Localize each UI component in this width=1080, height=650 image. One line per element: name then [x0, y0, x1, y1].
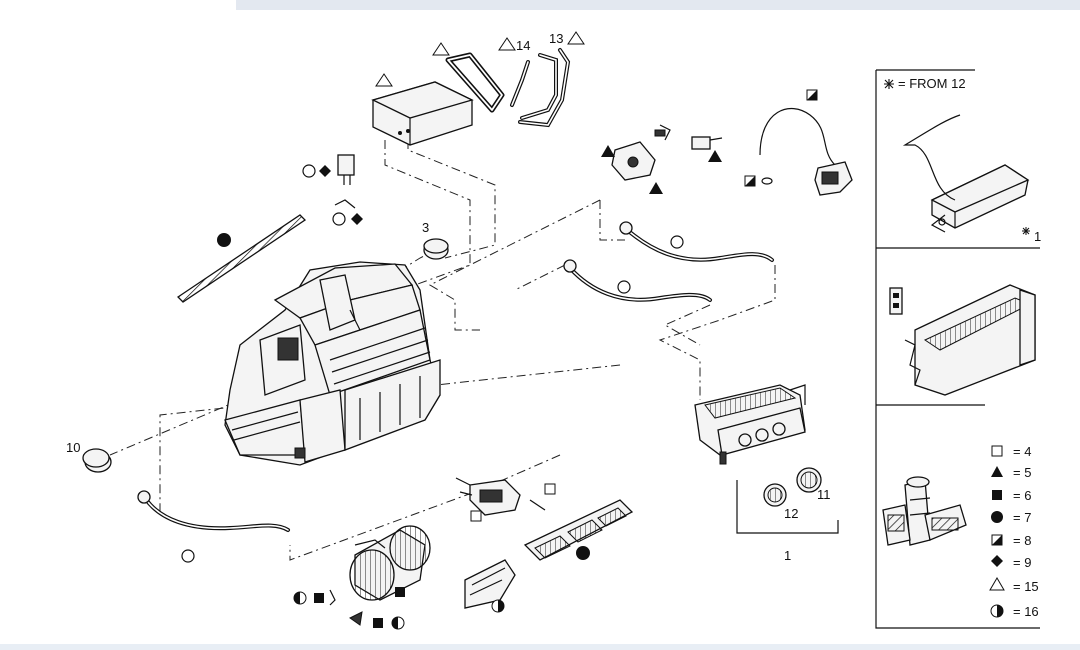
callout-12: 12 — [784, 506, 798, 521]
asterisk-icon — [884, 79, 894, 89]
hvac-housing — [224, 261, 441, 466]
inset-panels — [875, 69, 1040, 629]
cabin-filter — [176, 214, 307, 303]
small-sensor-parts — [302, 154, 363, 226]
legend-item-open-triangle: = 15 — [989, 577, 1039, 594]
blower-resistor — [455, 477, 556, 522]
leader-lines — [109, 140, 776, 561]
legend-item-filled-circle: = 7 — [991, 510, 1031, 525]
callout-3: 3 — [422, 220, 429, 235]
blower-motor — [349, 525, 431, 601]
inset-heater-core — [889, 284, 1036, 396]
svg-text:= 6: = 6 — [1013, 488, 1031, 503]
svg-text:= 5: = 5 — [1013, 465, 1031, 480]
air-duct-flap — [464, 559, 516, 613]
from-note: = FROM 12 — [898, 76, 966, 91]
open-triangle-marker — [375, 73, 393, 87]
callout-10: 10 — [66, 440, 80, 455]
top-module-box — [371, 42, 505, 146]
legend-item-half-circle: = 16 — [990, 604, 1039, 619]
svg-text:= 7: = 7 — [1013, 510, 1031, 525]
legend-item-open-square: = 4 — [991, 444, 1031, 459]
temperature-sensor — [744, 89, 853, 196]
legend-item-filled-diamond: = 9 — [991, 555, 1031, 570]
legend-item-filled-square: = 6 — [992, 488, 1031, 503]
part-3-grommet: 3 — [422, 220, 449, 260]
top-bar — [236, 0, 1080, 10]
legend-item-filled-triangle: = 5 — [991, 465, 1031, 480]
wiring-harness-middle — [563, 259, 712, 302]
filled-circle-marker — [217, 233, 231, 247]
inset-relay-module: = FROM 12 1 — [884, 76, 1041, 244]
actuator-bracket — [601, 124, 723, 194]
part-1-control-panel — [694, 384, 806, 465]
svg-text:= 4: = 4 — [1013, 444, 1031, 459]
callout-1: 1 — [784, 548, 791, 563]
svg-text:= 16: = 16 — [1013, 604, 1039, 619]
callout-11: 11 — [817, 487, 831, 502]
air-duct-grille — [523, 499, 634, 561]
part-10-plug: 10 — [66, 440, 112, 473]
bottom-bar — [0, 644, 1080, 650]
half-square-marker — [806, 89, 818, 101]
callout-14: 14 — [516, 38, 530, 53]
legend-item-half-square: = 8 — [991, 533, 1031, 548]
symbol-legend: = 4 = 5 = 6 = 7 = 8 = 9 = 15 — [989, 444, 1039, 619]
motor-fasteners — [293, 589, 405, 630]
parts-11-12-knobs: 11 12 1 — [736, 467, 839, 563]
part-13-14-pipes: 14 13 — [498, 31, 585, 128]
svg-text:= 8: = 8 — [1013, 533, 1031, 548]
callout-13: 13 — [549, 31, 563, 46]
star-reference: 1 — [1034, 229, 1041, 244]
inset-lubricant-products — [882, 476, 967, 546]
wiring-harness-lower — [137, 490, 290, 563]
svg-text:= 15: = 15 — [1013, 579, 1039, 594]
svg-text:= 9: = 9 — [1013, 555, 1031, 570]
wiring-harness-upper — [619, 221, 774, 262]
